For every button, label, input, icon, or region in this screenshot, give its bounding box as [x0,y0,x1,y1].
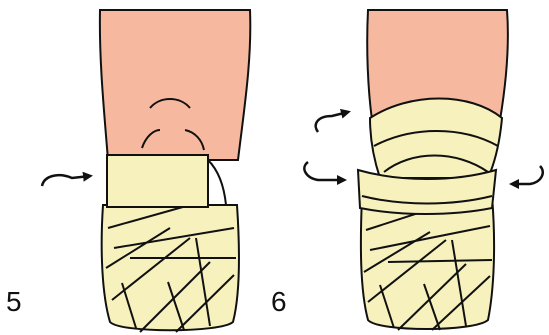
curved-arrow-icon [304,162,344,180]
step-5-figure [42,10,250,332]
step-5-band-fold [208,160,226,205]
curved-arrow-icon [512,166,543,184]
step-5-limb-skin [100,10,250,160]
step-6-figure [304,10,542,330]
step-5-bandage-band [107,155,208,207]
step-5-number: 5 [6,288,22,316]
step-6-number: 6 [271,288,287,316]
curved-arrow-icon [316,112,348,132]
curved-arrow-icon [42,175,90,186]
